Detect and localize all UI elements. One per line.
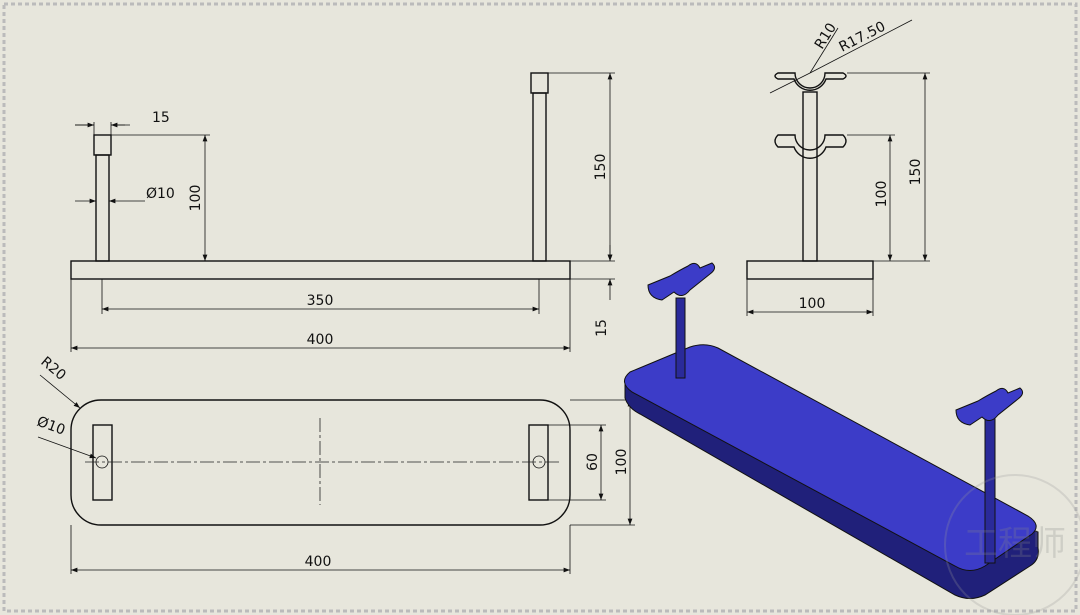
dim-top-length: 400 bbox=[305, 554, 332, 570]
dim-length: 400 bbox=[307, 332, 334, 348]
dim-top-width: 100 bbox=[614, 449, 630, 476]
board-top bbox=[624, 344, 1037, 571]
top-view: R20 Ø10 60 100 400 bbox=[35, 354, 635, 574]
dim-side-width: 100 bbox=[799, 296, 826, 312]
dim-base-thickness: 15 bbox=[594, 319, 610, 337]
iso-short-post bbox=[675, 297, 686, 379]
left-slot bbox=[92, 424, 113, 501]
dim-cap-width: 15 bbox=[152, 110, 170, 126]
front-view: 15 Ø10 100 150 15 350 400 bbox=[70, 72, 615, 352]
dim-short-height: 100 bbox=[188, 185, 204, 212]
dim-post-spacing: 350 bbox=[307, 293, 334, 309]
base-outline-top bbox=[70, 399, 571, 526]
isometric-view bbox=[624, 262, 1039, 599]
iso-tall-clamp bbox=[955, 387, 1024, 426]
post-side bbox=[802, 91, 818, 262]
iso-short-clamp bbox=[647, 262, 716, 301]
dim-side-short-height: 100 bbox=[874, 181, 890, 208]
dim-slot-length: 60 bbox=[585, 453, 601, 471]
right-slot bbox=[528, 424, 549, 501]
base-plate bbox=[70, 260, 571, 280]
svg-text:工程师: 工程师 bbox=[964, 524, 1066, 564]
short-post-cap bbox=[93, 134, 112, 156]
dim-side-tall-height: 150 bbox=[908, 159, 924, 186]
dim-rod-diameter: Ø10 bbox=[146, 186, 175, 202]
tall-post-cap bbox=[530, 72, 549, 94]
top-clamp bbox=[774, 72, 847, 91]
lower-clamp bbox=[774, 134, 847, 159]
watermark: 工程师 bbox=[944, 474, 1080, 615]
dim-tall-height: 150 bbox=[593, 154, 609, 181]
